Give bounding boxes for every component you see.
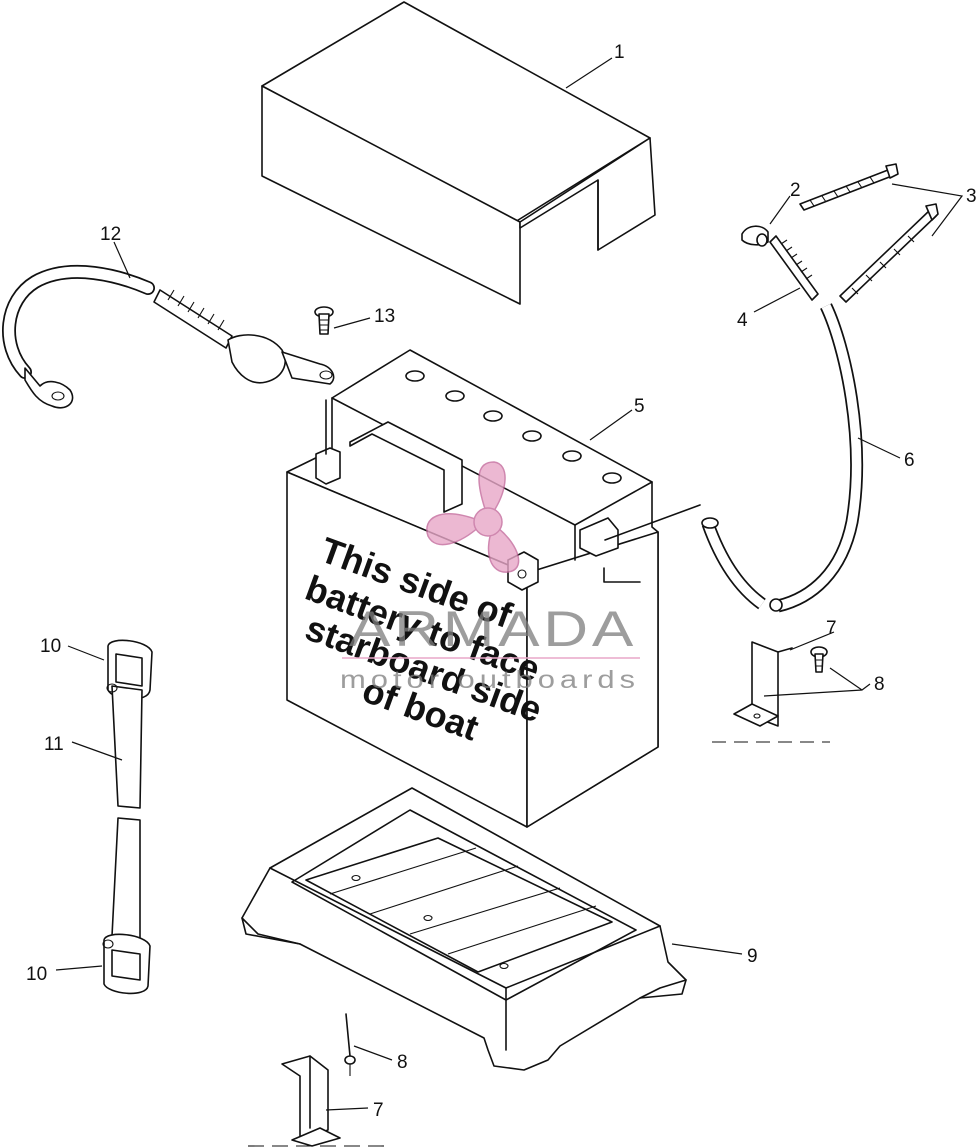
vent-cap bbox=[741, 225, 769, 247]
callout-6: 6 bbox=[904, 450, 915, 471]
watermark-tagline: motor outboards bbox=[340, 666, 640, 694]
vent-tube bbox=[701, 303, 863, 613]
callout-10-top: 10 bbox=[40, 636, 61, 657]
bracket-bolt-right bbox=[810, 646, 828, 673]
callout-2: 2 bbox=[790, 180, 801, 201]
callout-3: 3 bbox=[966, 186, 977, 207]
callout-8-bottom: 8 bbox=[397, 1052, 408, 1073]
callout-4: 4 bbox=[737, 310, 748, 331]
watermark: ARMADA motor outboards bbox=[340, 461, 640, 694]
tie-straps bbox=[799, 163, 939, 303]
battery-cable bbox=[2, 265, 335, 409]
callout-12: 12 bbox=[100, 224, 121, 245]
leader-lines bbox=[55, 57, 964, 1111]
battery-tray bbox=[241, 787, 687, 1071]
watermark-brand: ARMADA bbox=[349, 601, 637, 657]
callout-7-bottom: 7 bbox=[373, 1100, 384, 1121]
callout-1: 1 bbox=[614, 42, 625, 63]
propeller-logo-icon bbox=[426, 461, 520, 573]
callout-numbers: 1 2 3 4 5 6 7 8 9 10 11 10 12 13 8 7 bbox=[26, 42, 977, 1121]
callout-8-right: 8 bbox=[874, 674, 885, 695]
callout-7-right: 7 bbox=[826, 618, 837, 639]
callout-11: 11 bbox=[44, 734, 64, 755]
hold-down-strap bbox=[102, 639, 153, 995]
bracket-bolt-bottom bbox=[344, 1013, 356, 1076]
hold-down-bracket-bottom bbox=[248, 1055, 392, 1147]
vent-fitting bbox=[769, 235, 819, 301]
hold-down-bracket-right bbox=[712, 641, 830, 743]
callout-13: 13 bbox=[374, 306, 395, 327]
callout-10-bottom: 10 bbox=[26, 964, 47, 985]
battery-cover bbox=[261, 1, 656, 305]
callout-5: 5 bbox=[634, 396, 645, 417]
callout-9: 9 bbox=[747, 946, 758, 967]
terminal-screw bbox=[314, 306, 334, 335]
